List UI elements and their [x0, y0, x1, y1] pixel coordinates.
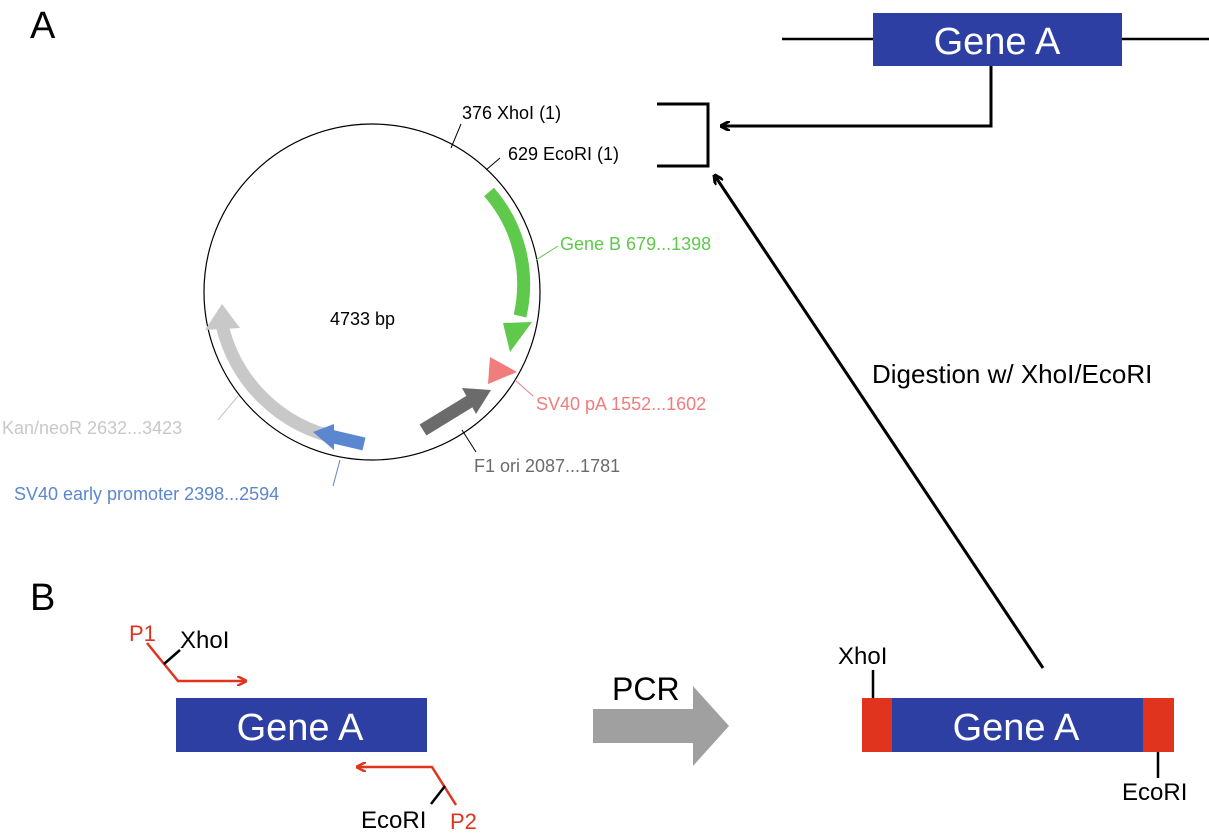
primer-p2-arrow	[358, 767, 458, 806]
xhoi-site-tick	[450, 123, 462, 149]
product-xhoi-label: XhoI	[838, 643, 887, 670]
sv40-early-promoter-label: SV40 early promoter 2398...2594	[14, 484, 279, 504]
primer-p1-site-label: XhoI	[180, 627, 229, 654]
insertion-bracket	[657, 102, 710, 168]
primer-p2-site-tick	[430, 785, 446, 805]
panel-b-label: B	[30, 577, 55, 619]
primer-p1-label: P1	[129, 621, 156, 646]
f1-ori-label: F1 ori 2087...1781	[474, 456, 620, 476]
ecori-site-tick	[485, 157, 501, 171]
ecori-site-label: 629 EcoRI (1)	[508, 144, 619, 164]
f1-ori-arrowhead	[462, 388, 491, 414]
primer-p1-arrow	[146, 642, 245, 681]
plasmid-backbone	[203, 123, 541, 461]
gene-b-arrow	[484, 187, 531, 318]
gene-b-arrowhead	[503, 322, 532, 352]
product-ecori-label: EcoRI	[1122, 779, 1187, 806]
gene-a-box-template	[176, 698, 427, 752]
product-xhoi-end	[862, 698, 892, 752]
pcr-template: Gene A P1 XhoI P2 EcoRI	[129, 621, 477, 834]
sv40-pa-arrow	[488, 357, 517, 384]
plasmid-map: 4733 bp 376 XhoI (1) 629 EcoRI (1) Gene …	[2, 103, 711, 504]
gene-b-label: Gene B 679...1398	[560, 234, 711, 254]
sv40-pa-label: SV40 pA 1552...1602	[536, 394, 706, 414]
pcr-step: PCR	[593, 671, 729, 766]
pcr-arrow	[593, 686, 729, 766]
digestion-arrow	[715, 176, 1045, 669]
gene-a-label-template: Gene A	[237, 707, 364, 749]
insert-arrow-top	[722, 66, 993, 126]
pcr-product: Gene A XhoI EcoRI	[838, 643, 1187, 806]
kan-neor-label: Kan/neoR 2632...3423	[2, 418, 182, 438]
digestion-label: Digestion w/ XhoI/EcoRI	[872, 359, 1152, 389]
pcr-label: PCR	[612, 671, 680, 707]
sv40-early-promoter-arrow	[328, 429, 366, 451]
sv40-early-promoter-leader	[332, 459, 341, 487]
xhoi-site-label: 376 XhoI (1)	[462, 103, 561, 123]
f1-ori-arrow	[419, 394, 476, 436]
sv40-early-promoter-arrowhead	[313, 424, 334, 450]
plasmid-size-label: 4733 bp	[330, 309, 395, 329]
gene-b-leader	[535, 245, 559, 261]
kan-neor-leader	[217, 395, 239, 421]
sv40-pa-leader	[514, 379, 534, 397]
genomic-gene-a: Gene A	[782, 13, 1209, 66]
gene-a-box-top	[873, 13, 1122, 66]
product-gene-a-box	[862, 698, 1174, 752]
product-gene-a-label: Gene A	[953, 707, 1080, 749]
primer-p1-site-tick	[163, 649, 181, 665]
product-ecori-end	[1143, 698, 1174, 752]
gene-a-label-top: Gene A	[934, 21, 1061, 63]
f1-ori-leader	[461, 429, 477, 453]
primer-p2-site-label: EcoRI	[361, 807, 426, 834]
panel-a-label: A	[30, 5, 56, 47]
kan-neor-arrowhead	[205, 304, 240, 330]
kan-neor-arrow	[215, 323, 340, 445]
primer-p2-label: P2	[450, 809, 477, 834]
